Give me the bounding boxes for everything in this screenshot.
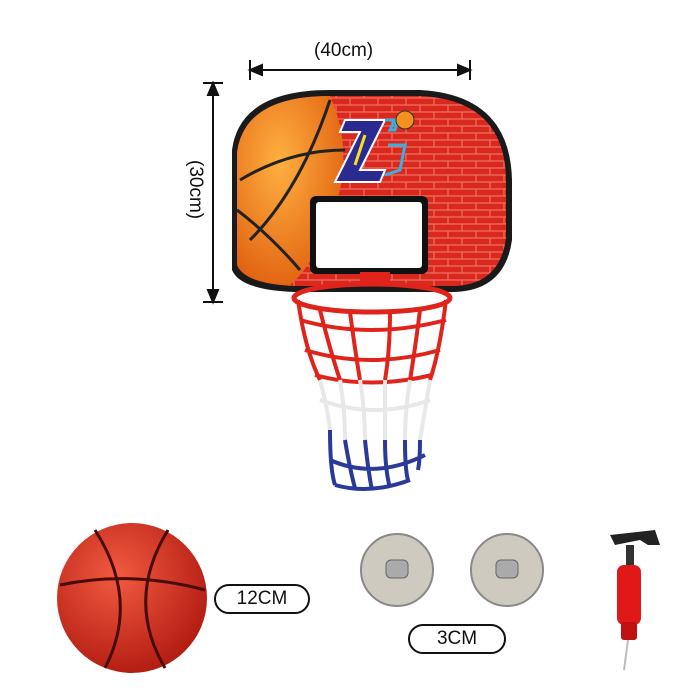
suction-cup-size-label: 3CM: [408, 624, 506, 654]
hoop-rim-and-net: [291, 272, 453, 491]
width-label: (40cm): [314, 40, 374, 61]
width-dimension-arrow: [247, 60, 473, 80]
height-dimension-arrow: [203, 80, 223, 305]
backboard-target-square: [316, 202, 422, 268]
zj-logo: [333, 110, 415, 183]
hand-pump: [610, 530, 660, 671]
basketball: [57, 523, 207, 673]
suction-cup: [470, 533, 544, 607]
suction-cup: [360, 533, 434, 607]
height-label: (30cm): [185, 160, 206, 220]
ball-size-label: 12CM: [214, 584, 310, 614]
backboard: [232, 90, 512, 292]
